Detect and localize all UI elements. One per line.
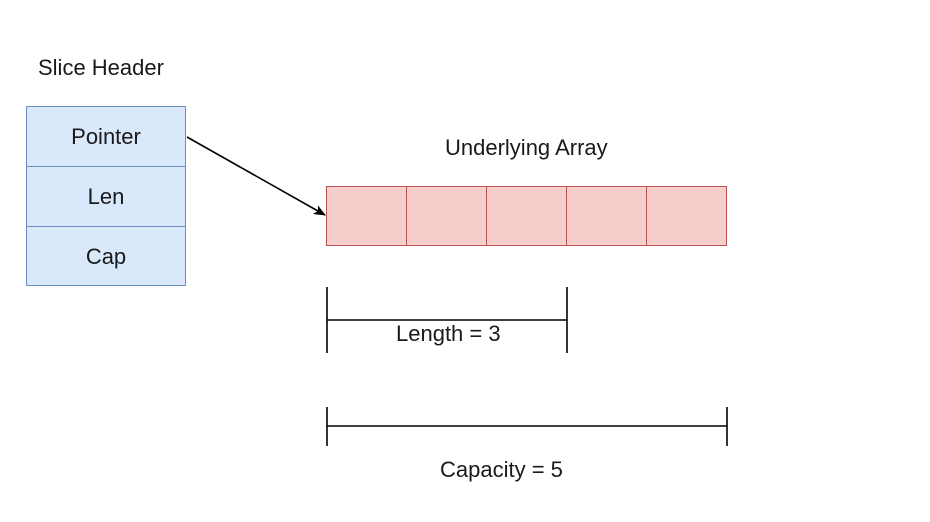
slice-header-field-len: Len	[27, 167, 185, 227]
array-cell	[487, 187, 567, 245]
length-bracket	[326, 287, 568, 353]
slice-header-field-cap: Cap	[85, 244, 127, 269]
underlying-array-title: Underlying Array	[445, 135, 608, 160]
array-cell	[567, 187, 647, 245]
slice-header-title: Slice Header	[38, 55, 164, 80]
slice-header-box: Pointer Len Cap	[26, 106, 186, 286]
capacity-label: Capacity = 5	[440, 457, 563, 482]
underlying-array	[326, 186, 727, 246]
capacity-bracket	[326, 407, 728, 446]
array-cell	[327, 187, 407, 245]
pointer-arrow	[186, 136, 326, 216]
array-cell	[407, 187, 487, 245]
slice-header-field-pointer: Pointer	[27, 107, 185, 167]
length-label: Length = 3	[396, 321, 501, 346]
